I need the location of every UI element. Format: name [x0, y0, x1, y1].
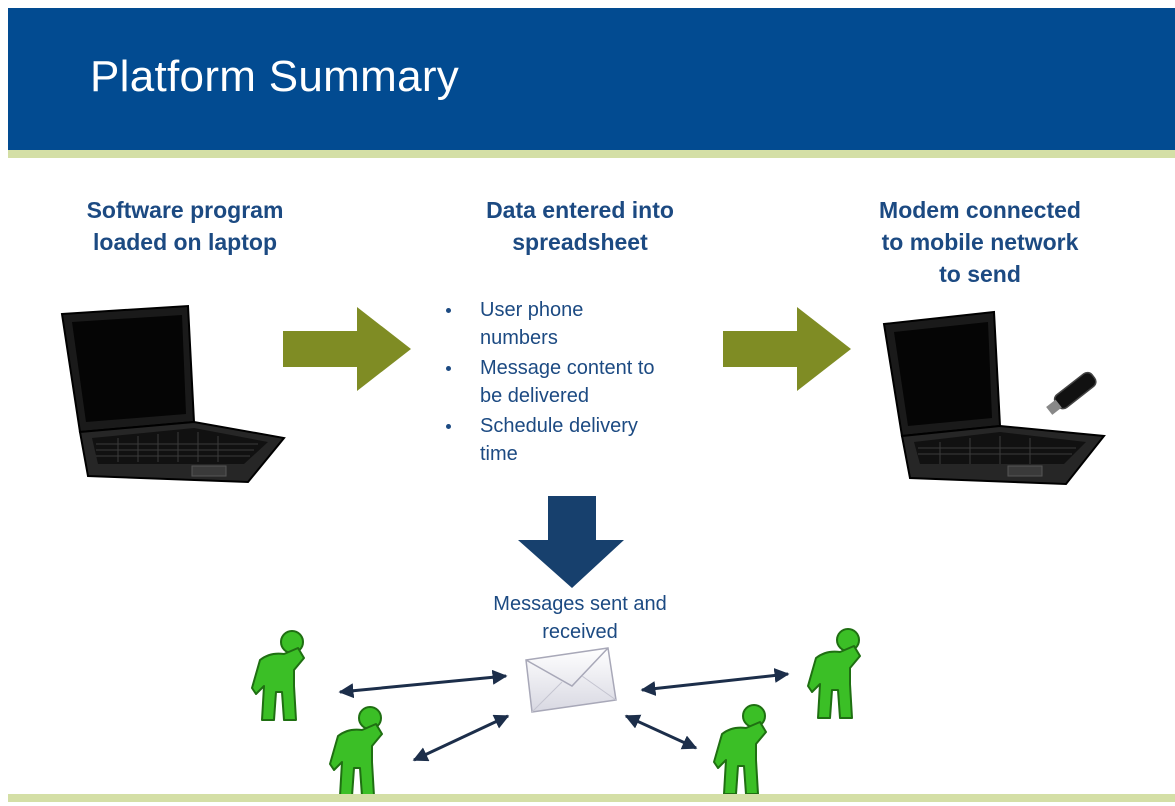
step-2-title-line1: Data entered into: [486, 197, 674, 223]
page-title: Platform Summary: [90, 52, 460, 101]
person-on-phone-icon: [713, 704, 767, 795]
list-item: Schedule delivery time: [440, 412, 720, 468]
arrow-right-icon: [283, 307, 411, 391]
arrow-down-icon: [518, 496, 624, 588]
bullet-icon: [446, 366, 451, 371]
laptop-with-modem-icon: [882, 310, 1106, 486]
caption-line1: Messages sent and: [493, 593, 667, 615]
header-divider: [8, 150, 1175, 158]
double-arrow-icon: [338, 669, 508, 699]
bullet-icon: [446, 424, 451, 429]
step-1-title-line2: loaded on laptop: [93, 229, 277, 255]
person-on-phone-icon: [807, 628, 861, 719]
step-3-title-line1: Modem connected: [879, 197, 1081, 223]
spreadsheet-fields-list: User phone numbers Message content to be…: [440, 296, 720, 470]
caption-line2: received: [542, 621, 618, 643]
double-arrow-icon: [624, 714, 698, 750]
usb-modem-icon: [1046, 371, 1097, 415]
header-banner: Platform Summary: [8, 8, 1175, 150]
envelope-icon: [525, 647, 617, 713]
list-item-line2: be delivered: [480, 385, 589, 407]
step-3-title-line2: to mobile network: [881, 229, 1079, 255]
list-item: Message content to be delivered: [440, 354, 720, 410]
laptop-icon: [60, 304, 286, 484]
step-1-title-line1: Software program: [86, 197, 284, 223]
step-3-title-line3: to send: [939, 261, 1021, 287]
step-3-title: Modem connected to mobile network to sen…: [830, 194, 1130, 290]
step-2-title-line2: spreadsheet: [512, 229, 648, 255]
step-1-title: Software program loaded on laptop: [40, 194, 330, 258]
list-item: User phone numbers: [440, 296, 720, 352]
list-item-line1: User phone: [480, 299, 584, 321]
arrow-right-icon: [723, 307, 851, 391]
double-arrow-icon: [412, 714, 510, 762]
step-2-title: Data entered into spreadsheet: [420, 194, 740, 258]
person-on-phone-icon: [329, 706, 383, 797]
footer-divider: [8, 794, 1175, 802]
person-on-phone-icon: [251, 630, 305, 721]
list-item-line2: time: [480, 443, 518, 465]
messages-caption: Messages sent and received: [445, 590, 715, 646]
list-item-line2: numbers: [480, 327, 558, 349]
bullet-icon: [446, 308, 451, 313]
double-arrow-icon: [640, 668, 790, 696]
list-item-line1: Schedule delivery: [480, 415, 638, 437]
list-item-line1: Message content to: [480, 357, 655, 379]
